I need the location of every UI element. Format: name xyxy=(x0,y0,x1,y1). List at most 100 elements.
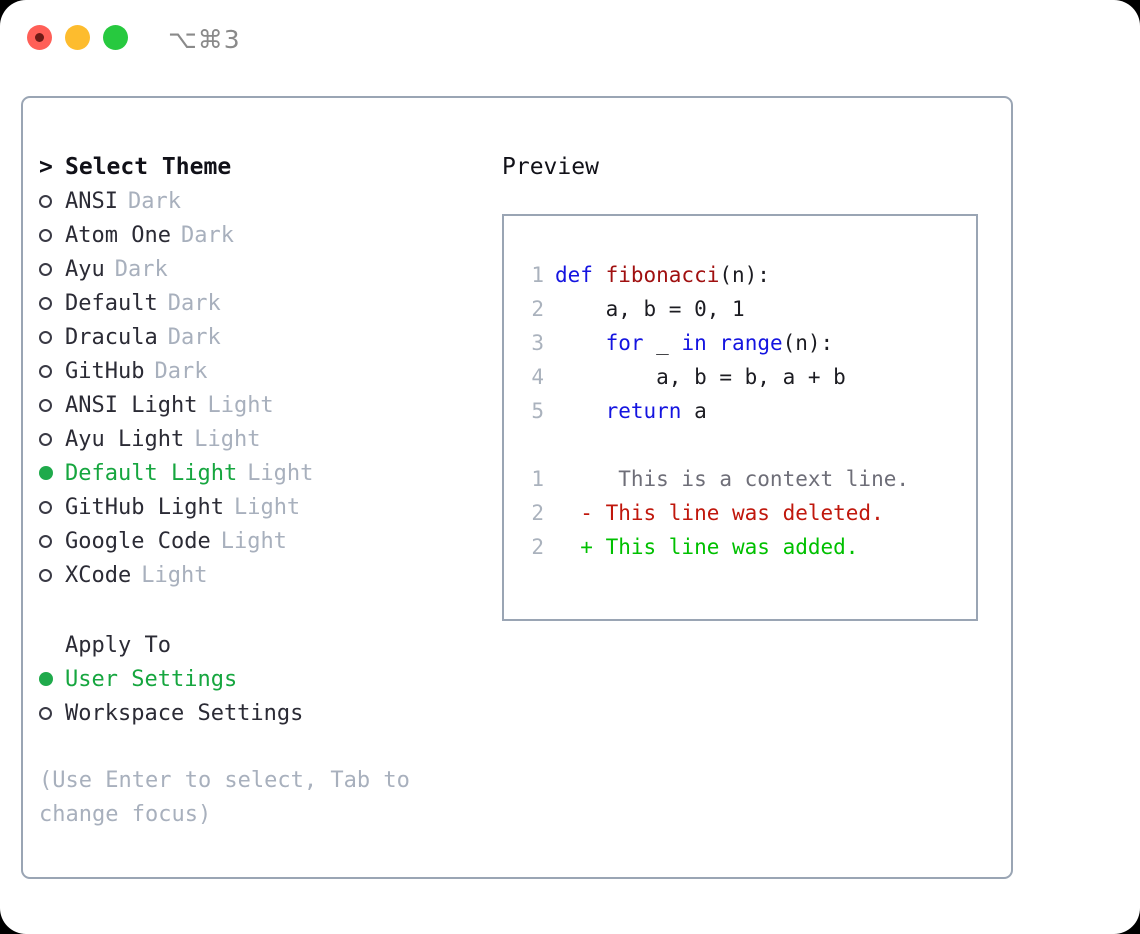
theme-category-label: Light xyxy=(207,392,274,418)
radio-selected-icon xyxy=(39,466,65,480)
minimize-button[interactable] xyxy=(65,25,90,50)
radio-unselected-icon xyxy=(39,398,65,412)
radio-unselected-icon xyxy=(39,534,65,548)
line-number: 2 xyxy=(531,535,544,559)
theme-list-item[interactable]: Atom One Dark xyxy=(39,218,499,252)
apply-to-title: Apply To xyxy=(65,632,171,658)
code-token-plain: (n): xyxy=(782,331,834,355)
theme-list-item[interactable]: Ayu Dark xyxy=(39,252,499,286)
theme-category-label: Dark xyxy=(167,290,221,316)
maximize-button[interactable] xyxy=(103,25,128,50)
diff-line: 2 + This line was added. xyxy=(518,530,968,564)
code-token-kw: in xyxy=(681,331,707,355)
theme-category-label: Light xyxy=(194,426,261,452)
theme-list-item[interactable]: Google Code Light xyxy=(39,524,499,558)
window-controls xyxy=(27,25,128,50)
theme-name: GitHub Light xyxy=(65,494,224,520)
code-text: def fibonacci(n): xyxy=(555,263,770,287)
theme-category-label: Light xyxy=(220,528,287,554)
code-line: 1 def fibonacci(n): xyxy=(518,258,968,292)
diff-text-add: + This line was added. xyxy=(555,535,859,559)
theme-name: Ayu Light xyxy=(65,426,185,452)
code-token-plain xyxy=(555,399,606,423)
code-text: for _ in range(n): xyxy=(555,331,834,355)
theme-name: Default xyxy=(65,290,158,316)
code-token-kw: return xyxy=(605,399,682,423)
theme-list-item[interactable]: Ayu Light Light xyxy=(39,422,499,456)
spacer xyxy=(39,592,499,628)
code-line: 4 a, b = b, a + b xyxy=(518,360,968,394)
apply-to-header: Apply To xyxy=(39,628,499,662)
preview-box: 1 def fibonacci(n): 2 a, b = 0, 1 3 for _ i… xyxy=(502,214,978,621)
theme-category-label: Dark xyxy=(114,256,168,282)
line-number: 1 xyxy=(531,263,544,287)
preview-column: Preview 1 def fibonacci(n): 2 a, b = 0, 1 3… xyxy=(502,150,997,621)
apply-to-item[interactable]: User Settings xyxy=(39,662,499,696)
radio-unselected-icon xyxy=(39,330,65,344)
radio-unselected-icon xyxy=(39,296,65,310)
theme-category-label: Dark xyxy=(180,222,234,248)
code-token-plain xyxy=(555,331,606,355)
theme-category-label: Light xyxy=(233,494,301,520)
theme-list-item[interactable]: ANSI Light Light xyxy=(39,388,499,422)
radio-unselected-icon xyxy=(39,568,65,582)
theme-picker-header: > Select Theme xyxy=(39,150,499,184)
line-number: 4 xyxy=(531,365,544,389)
radio-unselected-icon xyxy=(39,432,65,446)
code-token-plain: a xyxy=(681,399,707,423)
code-text: return a xyxy=(555,399,707,423)
theme-list-item[interactable]: ANSI Dark xyxy=(39,184,499,218)
code-token-kw: for xyxy=(605,331,644,355)
close-button[interactable] xyxy=(27,25,52,50)
theme-name: XCode xyxy=(65,562,132,588)
code-text: a, b = 0, 1 xyxy=(555,297,745,321)
radio-unselected-icon xyxy=(39,262,65,276)
line-number: 2 xyxy=(531,501,544,525)
caret-icon: > xyxy=(39,153,53,180)
theme-picker-title: Select Theme xyxy=(65,154,232,180)
code-text: a, b = b, a + b xyxy=(555,365,846,389)
theme-name: Default Light xyxy=(65,460,238,486)
code-line: 2 a, b = 0, 1 xyxy=(518,292,968,326)
code-token-plain xyxy=(707,331,720,355)
code-preview: 1 def fibonacci(n): 2 a, b = 0, 1 3 for _ i… xyxy=(518,258,968,564)
theme-name: Ayu xyxy=(65,256,105,282)
line-number: 5 xyxy=(531,399,544,423)
theme-list-item[interactable]: Default Dark xyxy=(39,286,499,320)
diff-line: 1 This is a context line. xyxy=(518,462,968,496)
keyboard-hint: (Use Enter to select, Tab to change focu… xyxy=(39,768,410,827)
radio-unselected-icon xyxy=(39,194,65,208)
preview-title: Preview xyxy=(502,154,599,180)
theme-name: Atom One xyxy=(65,222,171,248)
theme-name: GitHub xyxy=(65,358,145,384)
radio-unselected-icon xyxy=(39,364,65,378)
theme-name: ANSI xyxy=(65,188,118,214)
apply-to-label: Workspace Settings xyxy=(65,700,304,726)
line-number: 1 xyxy=(531,467,544,491)
code-token-kw: range xyxy=(719,331,783,355)
apply-to-label: User Settings xyxy=(65,666,238,692)
radio-selected-icon xyxy=(39,672,65,686)
apply-to-item[interactable]: Workspace Settings xyxy=(39,696,499,730)
code-token-fn: fibonacci xyxy=(605,263,720,287)
diff-text-del: - This line was deleted. xyxy=(555,501,884,525)
theme-category-label: Dark xyxy=(127,188,181,214)
diff-block: 1 This is a context line.2 - This line w… xyxy=(518,462,968,564)
diff-line: 2 - This line was deleted. xyxy=(518,496,968,530)
theme-name: Google Code xyxy=(65,528,211,554)
title-bar: ⌥⌘3 xyxy=(0,0,1140,78)
code-token-plain: (n): xyxy=(719,263,770,287)
keyboard-shortcut-label: ⌥⌘3 xyxy=(168,25,241,54)
theme-list-item[interactable]: GitHub Light Light xyxy=(39,490,499,524)
theme-name: ANSI Light xyxy=(65,392,198,418)
radio-unselected-icon xyxy=(39,228,65,242)
line-number: 3 xyxy=(531,331,544,355)
code-block: 1 def fibonacci(n): 2 a, b = 0, 1 3 for _ i… xyxy=(518,258,968,428)
